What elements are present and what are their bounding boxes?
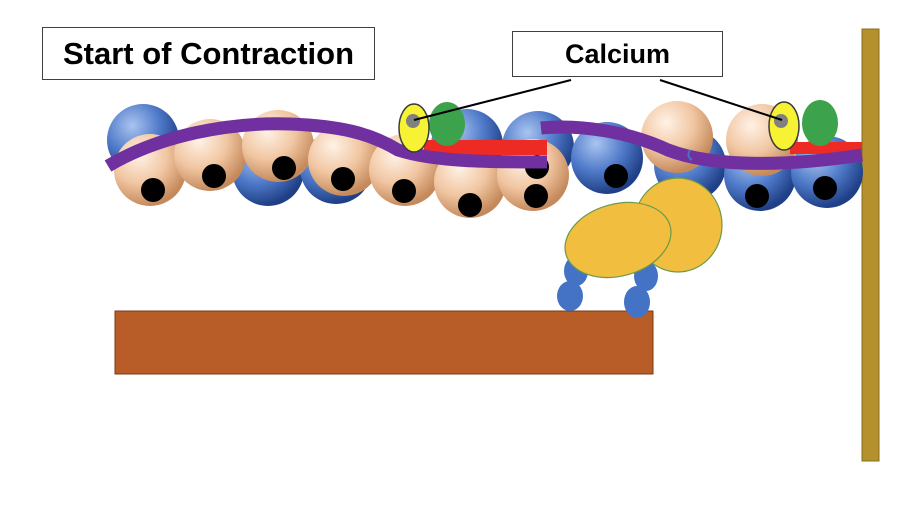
calcium-pointer-line: [659, 79, 783, 121]
calcium-ion: [406, 114, 420, 128]
troponin-bar: [790, 142, 862, 154]
binding-site: [745, 184, 769, 208]
binding-site: [331, 167, 355, 191]
binding-site: [272, 156, 296, 180]
binding-site: [524, 184, 548, 208]
binding-site: [604, 164, 628, 188]
binding-site: [202, 164, 226, 188]
tropomyosin: [104, 117, 548, 172]
myosin-head: [564, 201, 672, 279]
binding-site: [141, 178, 165, 202]
calcium-label: Calcium: [512, 31, 723, 77]
binding-site: [458, 193, 482, 217]
calcium-ion: [774, 114, 788, 128]
troponin-yellow: [398, 103, 430, 153]
myosin-neck: [624, 286, 650, 318]
myosin-cross-bridge: [557, 177, 723, 318]
thick-filament: [114, 310, 654, 375]
calcium-pointer-line: [413, 79, 572, 121]
actin-bead: [308, 124, 380, 196]
troponin-green: [802, 100, 838, 146]
myosin-neck: [557, 281, 583, 311]
title-label: Start of Contraction: [42, 27, 375, 80]
tropomyosin: [540, 120, 863, 170]
binding-site: [392, 179, 416, 203]
z-line: [861, 28, 880, 462]
tropomyosin-kink: [687, 149, 693, 161]
binding-site: [813, 176, 837, 200]
